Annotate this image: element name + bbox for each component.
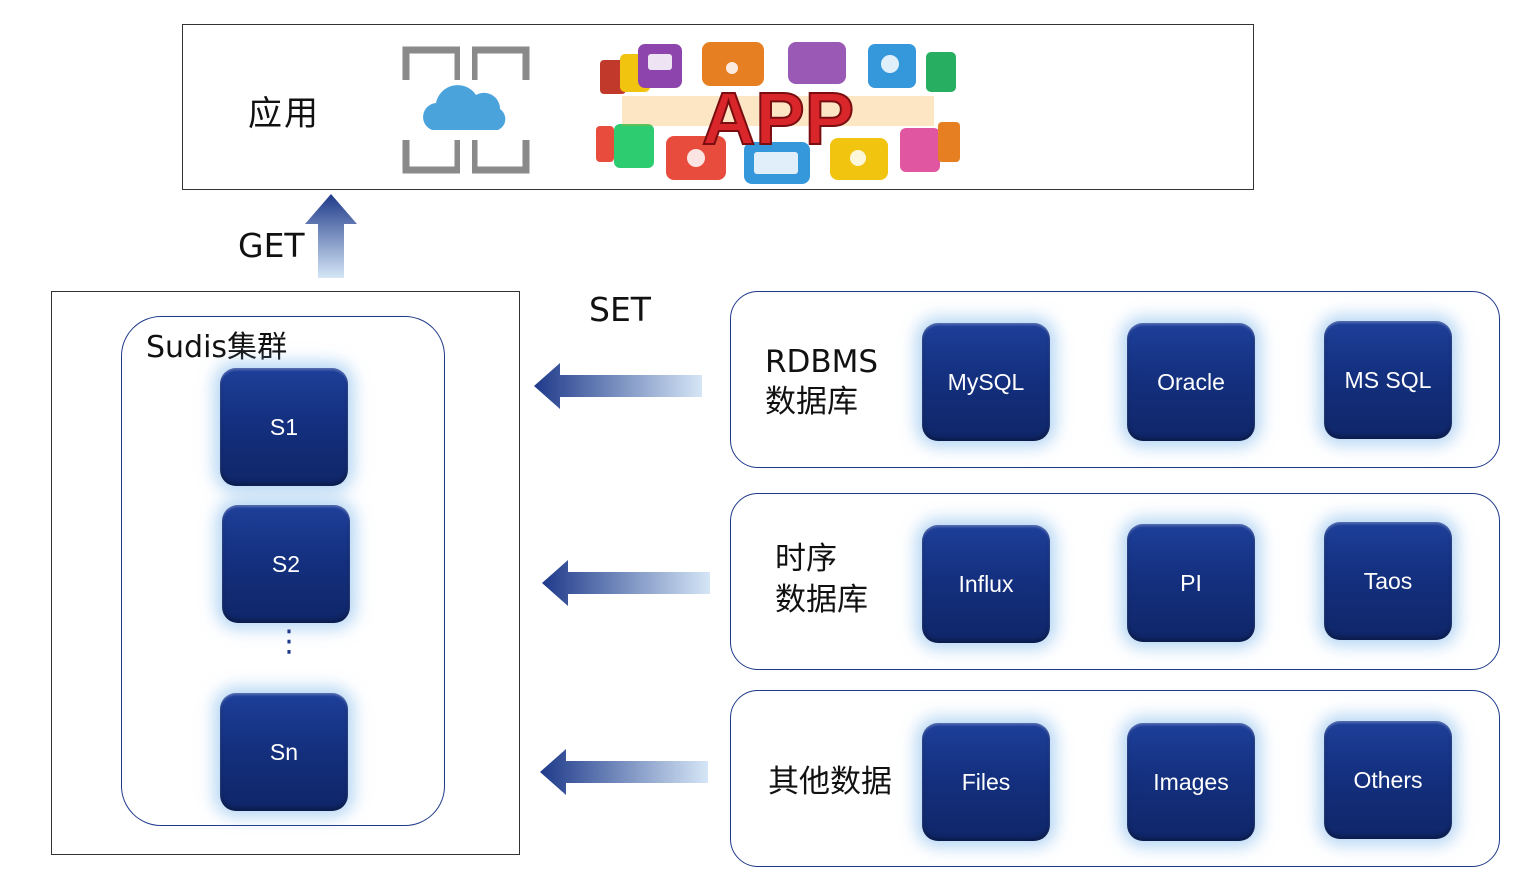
sudis-node-s1: S1 [220, 368, 348, 486]
left-arrow-icon [542, 560, 710, 606]
left-arrow-icon [534, 363, 702, 409]
rdbms-label-line2: 数据库 [765, 384, 858, 420]
source-mysql: MySQL [922, 323, 1050, 441]
set-label: SET [589, 290, 651, 329]
source-pi: PI [1127, 524, 1255, 642]
source-taos: Taos [1324, 522, 1452, 640]
left-arrow-icon [540, 749, 708, 795]
get-label: GET [238, 226, 305, 265]
sudis-node-sn: Sn [220, 693, 348, 811]
ellipsis-icon: ⋮ [274, 624, 304, 659]
sudis-outer-box [51, 291, 520, 855]
cloud-frame-icon [402, 46, 530, 174]
source-oracle: Oracle [1127, 323, 1255, 441]
sudis-node-s2: S2 [222, 505, 350, 623]
source-influx: Influx [922, 525, 1050, 643]
other-data-group [730, 690, 1500, 867]
source-files: Files [922, 723, 1050, 841]
timeseries-label-line1: 时序 [775, 541, 837, 577]
sudis-cluster-box [121, 316, 445, 826]
rdbms-group [730, 291, 1500, 468]
timeseries-label-line2: 数据库 [775, 582, 868, 618]
app-badge-text: APP [702, 77, 854, 160]
sudis-title: Sudis集群 [146, 330, 288, 365]
app-collage-icon: APP [596, 42, 960, 184]
source-mssql: MS SQL [1324, 321, 1452, 439]
app-label: 应用 [248, 94, 320, 134]
source-images: Images [1127, 723, 1255, 841]
source-others: Others [1324, 721, 1452, 839]
timeseries-group [730, 493, 1500, 670]
rdbms-label-line1: RDBMS [765, 344, 879, 380]
other-data-label: 其他数据 [768, 764, 892, 800]
up-arrow-icon [305, 194, 357, 278]
